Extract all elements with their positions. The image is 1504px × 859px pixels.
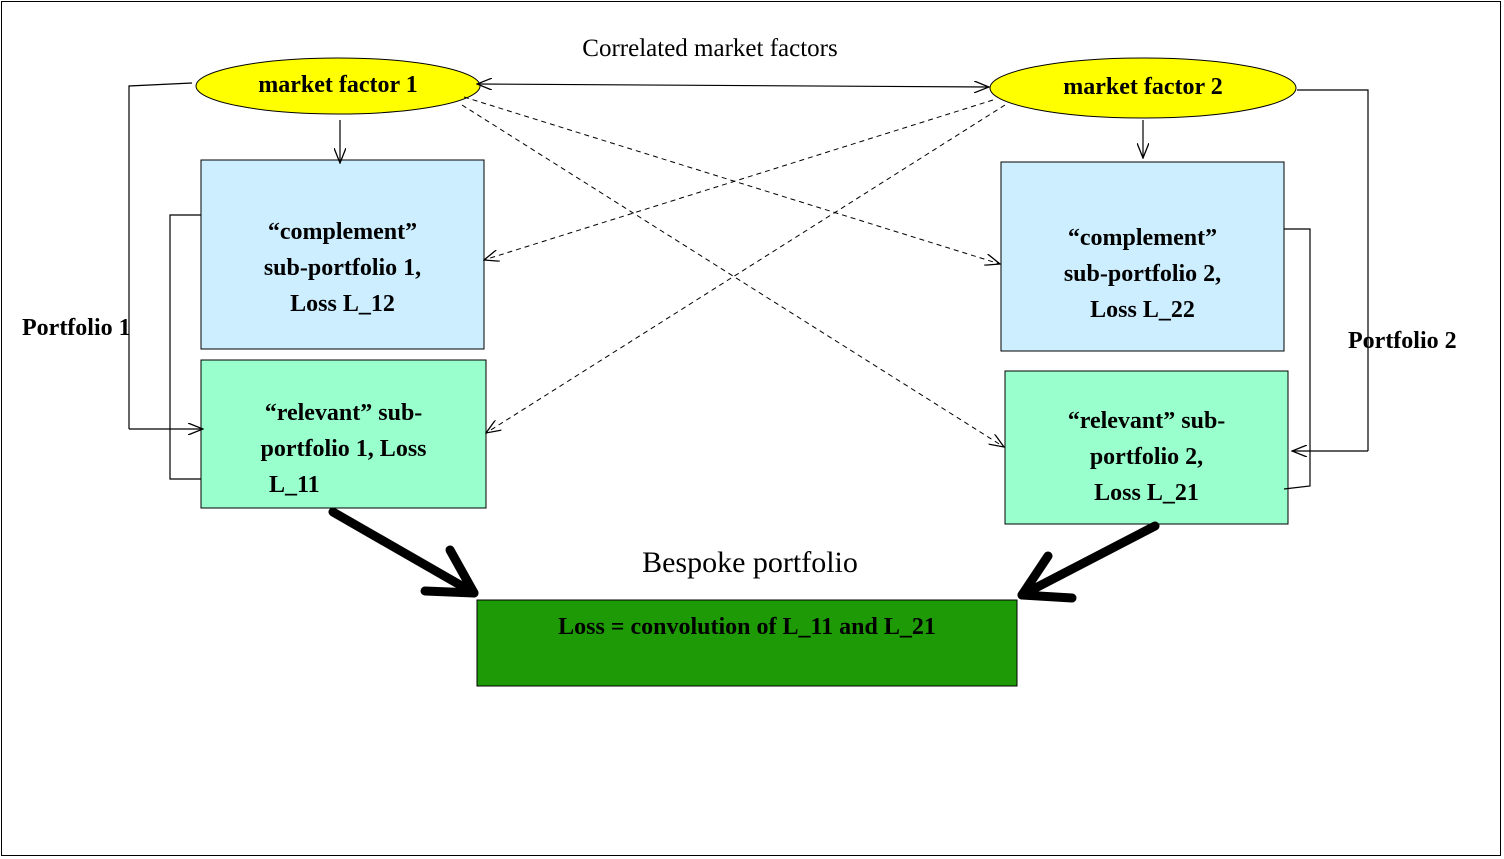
relevant-1-text: “relevant” sub- portfolio 1, Loss L_11: [201, 395, 486, 503]
complement-2-text: “complement” sub-portfolio 2, Loss L_22: [1001, 220, 1284, 328]
complement-box-2: [1000, 161, 1285, 352]
portfolio-2-outer-bracket: [1297, 89, 1369, 451]
portfolio-1-inner-bracket: [169, 214, 201, 480]
market-factor-1-label: market factor 1: [258, 72, 418, 98]
bespoke-loss-box: [476, 599, 1018, 687]
complement-2-line-2: sub-portfolio 2,: [1063, 261, 1222, 287]
portfolio-2-inner-bracket: [1283, 228, 1311, 490]
dashed-arrow-f2-to-complement-1: [484, 99, 994, 260]
complement-2-line-1: “complement”: [1067, 225, 1218, 251]
portfolio-1-label: Portfolio 1: [22, 315, 131, 341]
relevant-2-line-1: “relevant” sub-: [1067, 408, 1226, 434]
dashed-arrow-f2-to-relevant-1: [486, 104, 1006, 433]
dashed-arrow-f1-to-relevant-2: [461, 104, 1004, 447]
thick-arrow-right: [1017, 521, 1160, 603]
relevant-1-line-2: portfolio 1, Loss: [260, 436, 427, 462]
title-correlated-factors: Correlated market factors: [582, 35, 838, 62]
complement-1-line-3: Loss L_12: [290, 291, 395, 317]
bespoke-heading: Bespoke portfolio: [642, 546, 858, 579]
relevant-2-text: “relevant” sub- portfolio 2, Loss L_21: [1005, 403, 1288, 511]
complement-1-line-1: “complement”: [267, 219, 418, 245]
relevant-2-line-2: portfolio 2,: [1089, 444, 1204, 470]
relevant-1-line-3: L_11: [269, 472, 320, 498]
bespoke-loss-text: Loss = convolution of L_11 and L_21: [558, 614, 936, 640]
thick-arrow-left: [328, 507, 479, 598]
relevant-box-1: [200, 359, 487, 509]
complement-1-text: “complement” sub-portfolio 1, Loss L_12: [201, 214, 484, 322]
portfolio-1-outer-bracket: [128, 82, 193, 429]
market-factor-2-label: market factor 2: [1063, 74, 1223, 100]
dashed-arrow-f1-to-complement-2: [463, 96, 1000, 264]
portfolio-2-label: Portfolio 2: [1348, 328, 1457, 354]
complement-1-line-2: sub-portfolio 1,: [263, 255, 422, 281]
relevant-2-line-3: Loss L_21: [1094, 480, 1199, 506]
correlation-arrow: [477, 84, 989, 87]
relevant-1-line-1: “relevant” sub-: [264, 400, 423, 426]
complement-2-line-3: Loss L_22: [1090, 297, 1195, 323]
